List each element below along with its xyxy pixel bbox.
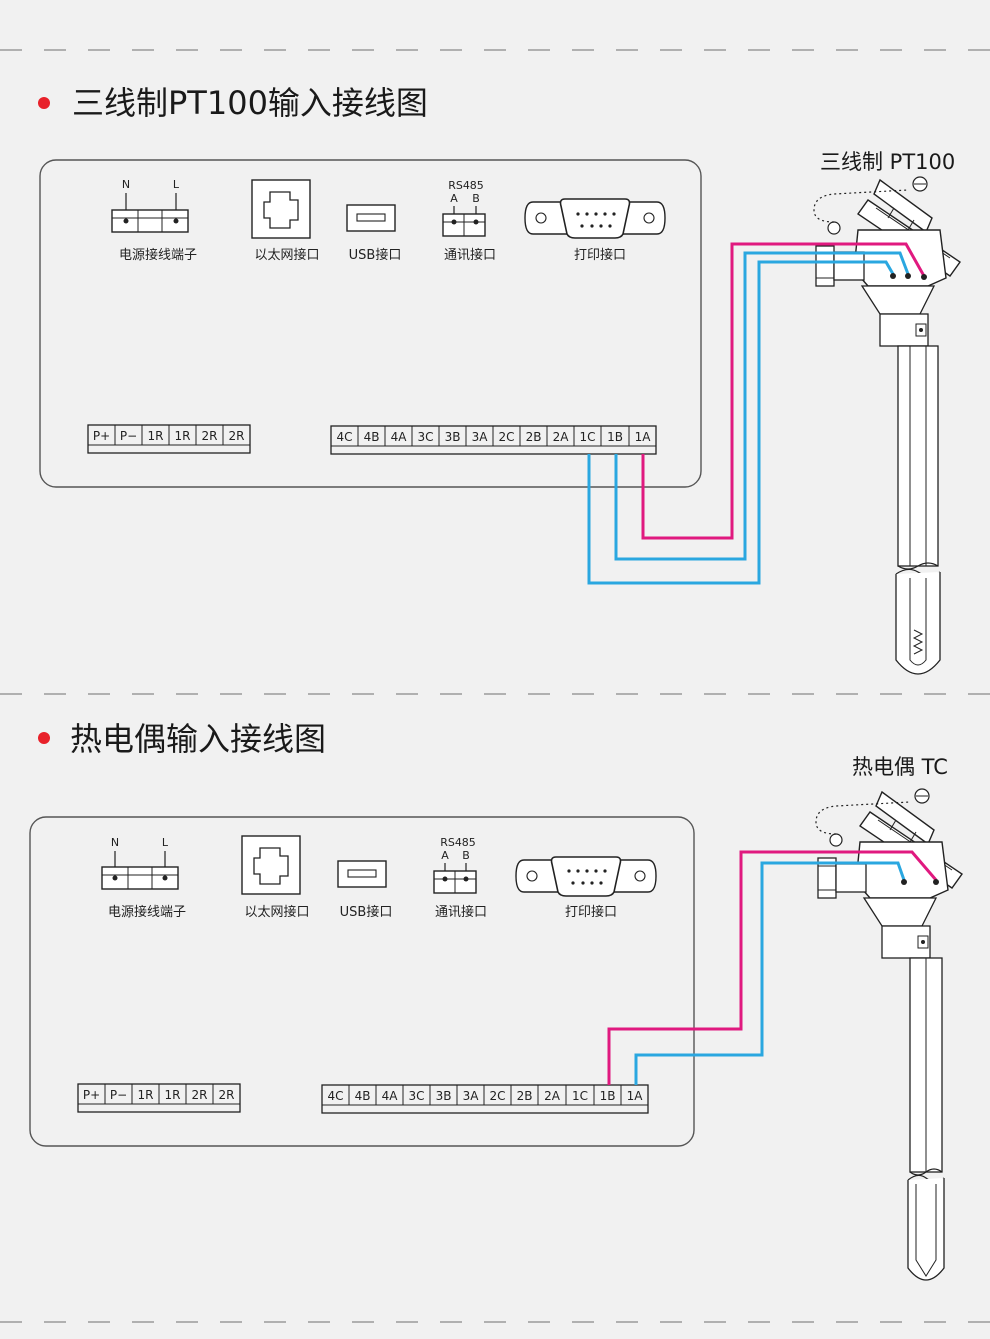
usb-port-label: USB接口 [349, 247, 402, 263]
terminal-label: 1R [175, 429, 191, 443]
thermocouple-probe [815, 788, 963, 1281]
wire-1a [641, 242, 926, 540]
terminal-label: 3B [436, 1089, 452, 1103]
usb-port: USB接口 [346, 204, 402, 263]
wire-1a [634, 861, 906, 1085]
wire-1c [587, 260, 895, 585]
right-terminal-block: 4C 4B 4A 3C 3B 3A 2C 2B 2A 1C 1B 1A [321, 1084, 649, 1114]
comm-port-label: 通讯接口 [444, 247, 496, 263]
print-port: 打印接口 [524, 198, 666, 263]
rs485-a-label: A [450, 192, 458, 205]
terminal-label: 2B [517, 1089, 533, 1103]
section-title: 三线制PT100输入接线图 [72, 84, 428, 122]
rs485-a-label: A [441, 849, 449, 862]
terminal-label: 1R [148, 429, 164, 443]
power-terminal: N L 电源接线端子 [101, 836, 186, 920]
print-port-label: 打印接口 [565, 904, 617, 920]
section-pt100: 三线制PT100输入接线图 N L 电源接线端子 以太网接口 USB接口 RS4… [38, 84, 961, 675]
pt100-probe [813, 176, 961, 675]
terminal-label: 4C [336, 430, 352, 444]
terminal-label: 3A [463, 1089, 480, 1103]
print-port: 打印接口 [515, 856, 657, 920]
bullet-dot [38, 732, 50, 744]
print-port-label: 打印接口 [574, 247, 626, 263]
instrument-panel [29, 816, 695, 1147]
instrument-panel [39, 159, 702, 488]
rs485-port: RS485 A B 通讯接口 [442, 179, 496, 263]
terminal-label: 2R [202, 429, 218, 443]
terminal-label: 2A [544, 1089, 561, 1103]
terminal-label: 1C [572, 1089, 588, 1103]
terminal-label: 2C [489, 1089, 505, 1103]
rs485-title: RS485 [448, 179, 484, 192]
pt100-wires [587, 242, 927, 585]
power-n-label: N [122, 178, 130, 191]
power-port-label: 电源接线端子 [108, 904, 186, 920]
terminal-label: P+ [83, 1088, 100, 1102]
ethernet-port: 以太网接口 [251, 179, 320, 263]
terminal-label: 4A [382, 1089, 399, 1103]
terminal-label: 4B [355, 1089, 371, 1103]
sensor-label: 三线制 PT100 [820, 150, 955, 174]
terminal-label: P+ [93, 429, 110, 443]
comm-port-label: 通讯接口 [435, 904, 487, 920]
wire-1b [614, 251, 910, 561]
left-terminal-block: P+ P− 1R 1R 2R 2R [87, 424, 251, 454]
terminal-label: 2A [553, 430, 570, 444]
ethernet-port-label: 以太网接口 [244, 904, 309, 920]
power-l-label: L [162, 836, 169, 849]
sensor-label: 热电偶 TC [852, 755, 948, 779]
section-title: 热电偶输入接线图 [70, 720, 326, 758]
power-n-label: N [111, 836, 119, 849]
wire-1b [607, 850, 938, 1085]
terminal-label: P− [120, 429, 137, 443]
usb-port-label: USB接口 [340, 904, 393, 920]
terminal-label: 2R [229, 429, 245, 443]
right-terminal-block: 4C 4B 4A 3C 3B 3A 2C 2B 2A 1C 1B 1A [330, 425, 657, 455]
terminal-label: 3C [417, 430, 433, 444]
rs485-b-label: B [462, 849, 470, 862]
usb-port: USB接口 [337, 860, 393, 920]
section-thermocouple: 热电偶输入接线图 N L 电源接线端子 以太网接口 USB接口 RS485 A … [29, 720, 963, 1281]
terminal-label: 2B [526, 430, 542, 444]
terminal-label: 3C [408, 1089, 424, 1103]
terminal-label: 4C [327, 1089, 343, 1103]
terminal-label: 3A [472, 430, 489, 444]
terminal-label: 2R [219, 1088, 235, 1102]
power-l-label: L [173, 178, 180, 191]
terminal-label: 1B [600, 1089, 616, 1103]
terminal-label: 1A [627, 1089, 644, 1103]
terminal-label: P− [110, 1088, 127, 1102]
rs485-port: RS485 A B 通讯接口 [433, 836, 487, 920]
terminal-label: 1R [138, 1088, 154, 1102]
terminal-label: 4A [391, 430, 408, 444]
rs485-b-label: B [472, 192, 480, 205]
terminal-label: 3B [445, 430, 461, 444]
terminal-label: 1R [165, 1088, 181, 1102]
ethernet-port-label: 以太网接口 [254, 247, 319, 263]
bullet-dot [38, 97, 50, 109]
terminal-label: 4B [364, 430, 380, 444]
ethernet-port: 以太网接口 [241, 835, 310, 920]
terminal-label: 2R [192, 1088, 208, 1102]
left-terminal-block: P+ P− 1R 1R 2R 2R [77, 1083, 241, 1113]
power-port-label: 电源接线端子 [119, 247, 197, 263]
power-terminal: N L 电源接线端子 [111, 178, 197, 263]
tc-wires [607, 850, 939, 1085]
terminal-label: 1C [579, 430, 595, 444]
rs485-title: RS485 [440, 836, 476, 849]
terminal-label: 1B [607, 430, 623, 444]
terminal-label: 2C [498, 430, 514, 444]
terminal-label: 1A [635, 430, 652, 444]
